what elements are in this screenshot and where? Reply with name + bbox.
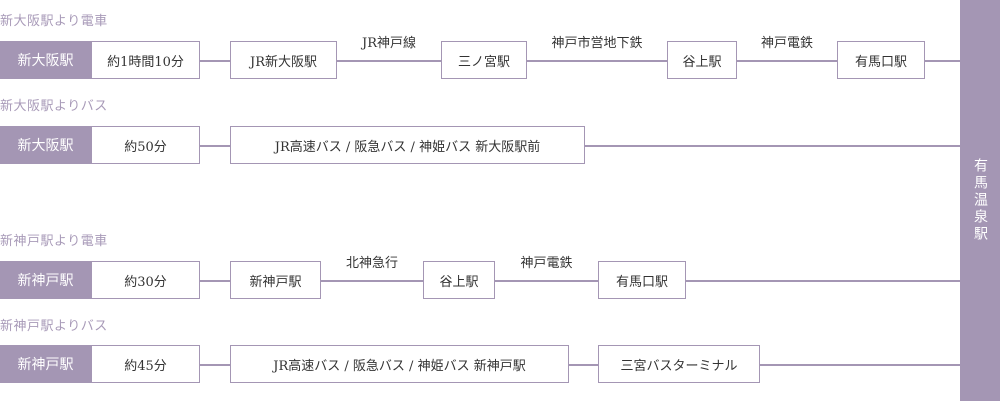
origin-station: 新神戸駅 — [0, 261, 91, 299]
segment-label: 神戸電鉄 — [520, 256, 573, 271]
route-title: 新神戸駅より電車 — [0, 234, 108, 249]
bus-stop-box: JR高速バス / 阪急バス / 神姫バス 新神戸駅 — [230, 345, 569, 383]
origin-station: 新神戸駅 — [0, 345, 91, 383]
station-box: JR新大阪駅 — [230, 41, 337, 79]
route-title: 新神戸駅よりバス — [0, 319, 108, 334]
travel-time: 約30分 — [91, 261, 200, 299]
station-box: 谷上駅 — [423, 261, 495, 299]
bus-stop-box: JR高速バス / 阪急バス / 神姫バス 新大阪駅前 — [230, 126, 585, 164]
station-box: 有馬口駅 — [598, 261, 686, 299]
route-title: 新大阪駅よりバス — [0, 99, 108, 114]
travel-time: 約50分 — [91, 126, 200, 164]
station-box: 有馬口駅 — [837, 41, 925, 79]
segment-label: JR神戸線 — [362, 36, 416, 51]
station-box: 新神戸駅 — [230, 261, 321, 299]
destination-label: 有馬温泉駅 — [972, 158, 988, 243]
travel-time: 約1時間10分 — [91, 41, 200, 79]
origin-station: 新大阪駅 — [0, 41, 91, 79]
station-box: 三ノ宮駅 — [441, 41, 527, 79]
origin-station: 新大阪駅 — [0, 126, 91, 164]
destination-bar: 有馬温泉駅 — [960, 0, 1000, 401]
bus-terminal-box: 三宮バスターミナル — [598, 345, 760, 383]
segment-label: 神戸市営地下鉄 — [551, 36, 643, 51]
segment-label: 北神急行 — [345, 256, 398, 271]
segment-label: 神戸電鉄 — [760, 36, 813, 51]
route-title: 新大阪駅より電車 — [0, 14, 108, 29]
travel-time: 約45分 — [91, 345, 200, 383]
station-box: 谷上駅 — [667, 41, 737, 79]
